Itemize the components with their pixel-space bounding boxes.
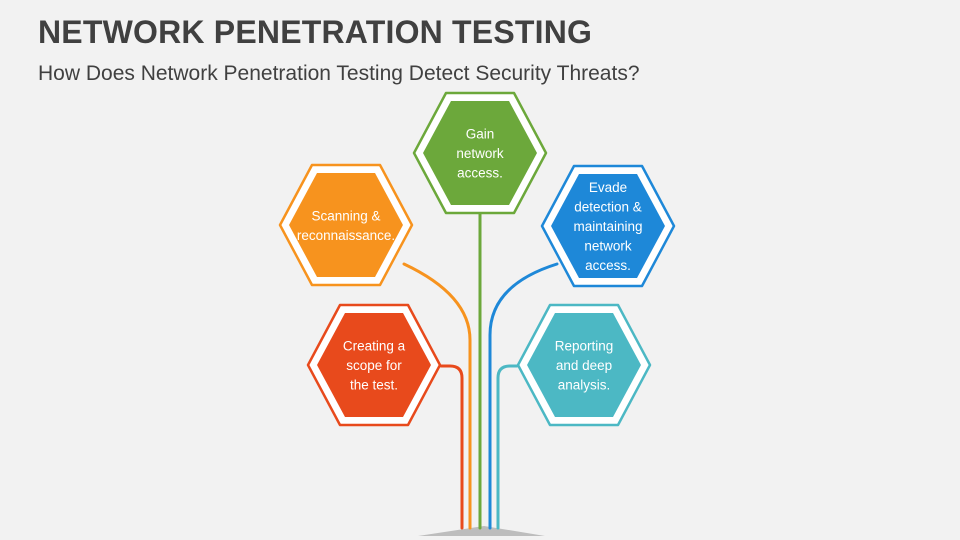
step-evade-detection-line: Evade: [589, 180, 627, 195]
hex-step-scanning: Scanning & reconnaissance.: [278, 163, 414, 287]
page-subtitle: How Does Network Penetration Testing Det…: [38, 62, 640, 85]
stem-reporting: [496, 364, 519, 530]
step-scope-line: Creating a: [343, 339, 406, 354]
step-scanning-text: Scanning & reconnaissance.: [297, 208, 395, 243]
step-reporting-line: and deep: [556, 358, 612, 373]
step-reporting-text: Reporting and deep analysis.: [555, 339, 614, 393]
step-gain-access-line: network: [456, 146, 504, 161]
step-scanning-line: Scanning &: [311, 208, 380, 223]
step-evade-detection-line: detection &: [574, 200, 642, 215]
step-reporting-line: analysis.: [558, 378, 611, 393]
stem-scanning: [402, 262, 472, 530]
stem-scope: [439, 364, 464, 530]
hex-step-scope: Creating a scope for the test.: [306, 303, 442, 427]
step-gain-access-line: Gain: [466, 127, 495, 142]
step-evade-detection-text: Evade detection & maintaining network access…: [573, 180, 642, 273]
step-gain-access-line: access.: [457, 166, 503, 181]
tree-base-shadow: [418, 526, 545, 536]
step-gain-access-text: Gain network access.: [456, 127, 504, 181]
hex-step-evade-detection: Evade detection & maintaining network access…: [540, 164, 676, 288]
hex-step-reporting: Reporting and deep analysis.: [516, 303, 652, 427]
step-scope-text: Creating a scope for the test.: [343, 339, 406, 393]
step-scope-line: the test.: [350, 378, 398, 393]
step-evade-detection-line: access.: [585, 258, 631, 273]
step-evade-detection-line: network: [584, 239, 632, 254]
hex-step-gain-access: Gain network access.: [412, 91, 548, 215]
step-evade-detection-line: maintaining: [573, 219, 642, 234]
step-reporting-line: Reporting: [555, 339, 614, 354]
step-scanning-line: reconnaissance.: [297, 228, 395, 243]
step-scope-line: scope for: [346, 358, 402, 373]
page-title: NETWORK PENETRATION TESTING: [38, 14, 593, 50]
stem-evade-detection: [488, 262, 559, 530]
